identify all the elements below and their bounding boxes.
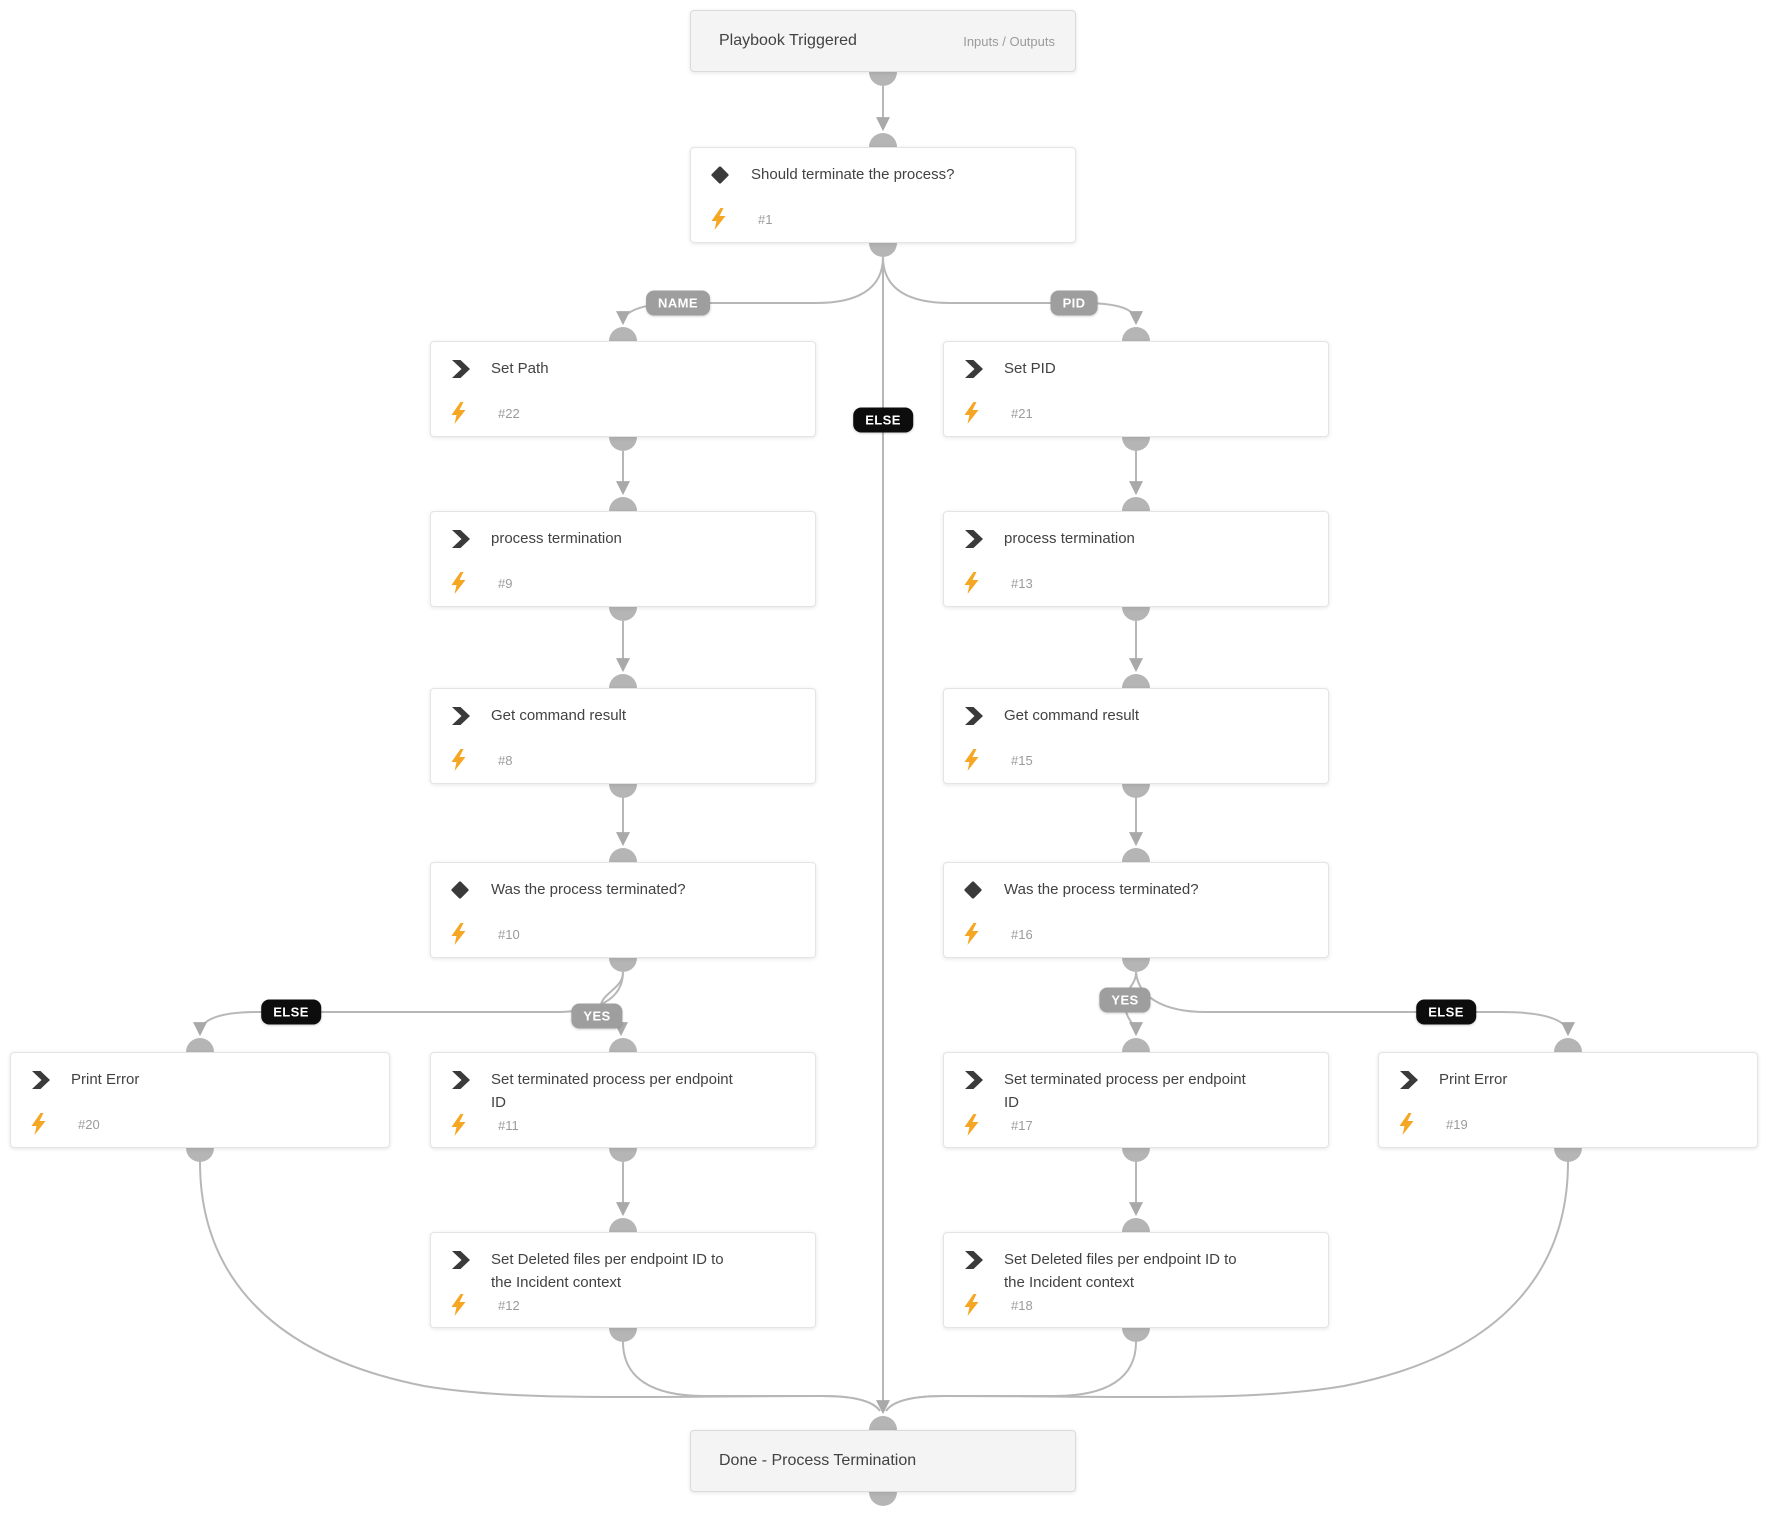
node-number: #15 bbox=[1011, 752, 1033, 768]
node-title: Get command result bbox=[1004, 707, 1140, 724]
connection-ports bbox=[186, 72, 1582, 1506]
task-node-set-terminated-right[interactable]: Set terminated process per endpoint ID #… bbox=[943, 1052, 1329, 1148]
condition-diamond-icon bbox=[708, 163, 734, 187]
node-title: Should terminate the process? bbox=[751, 166, 955, 183]
task-chevron-icon bbox=[961, 704, 987, 728]
task-chevron-icon bbox=[1396, 1068, 1422, 1092]
condition-node-was-terminated-right[interactable]: Was the process terminated? #16 bbox=[943, 862, 1329, 958]
task-node-print-error-right[interactable]: Print Error #19 bbox=[1378, 1052, 1758, 1148]
task-node-get-command-result-left[interactable]: Get command result #8 bbox=[430, 688, 816, 784]
lightning-icon bbox=[964, 923, 990, 945]
node-title: Print Error bbox=[1439, 1071, 1508, 1088]
node-title: Was the process terminated? bbox=[491, 881, 686, 898]
task-chevron-icon bbox=[961, 1248, 987, 1272]
lightning-icon bbox=[31, 1113, 57, 1135]
node-number: #12 bbox=[498, 1297, 520, 1313]
task-chevron-icon bbox=[448, 527, 474, 551]
node-number: #11 bbox=[498, 1117, 519, 1133]
task-chevron-icon bbox=[448, 1068, 474, 1092]
condition-node-should-terminate[interactable]: Should terminate the process? #1 bbox=[690, 147, 1076, 243]
lightning-icon bbox=[451, 1114, 477, 1136]
start-node-title: Playbook Triggered bbox=[719, 32, 857, 49]
done-node[interactable]: Done - Process Termination bbox=[690, 1430, 1076, 1492]
node-number: #10 bbox=[498, 926, 520, 942]
node-title: Set terminated process per endpoint ID bbox=[491, 1071, 733, 1111]
lightning-icon bbox=[451, 1294, 477, 1316]
lightning-icon bbox=[1399, 1113, 1425, 1135]
lightning-icon bbox=[451, 923, 477, 945]
node-number: #13 bbox=[1011, 575, 1033, 591]
node-number: #18 bbox=[1011, 1297, 1033, 1313]
node-number: #20 bbox=[78, 1116, 100, 1132]
task-chevron-icon bbox=[961, 357, 987, 381]
lightning-icon bbox=[451, 402, 477, 424]
condition-diamond-icon bbox=[961, 878, 987, 902]
lightning-icon bbox=[964, 572, 990, 594]
node-title: process termination bbox=[1004, 530, 1135, 547]
ports-down bbox=[186, 72, 1582, 1506]
playbook-triggered-node[interactable]: Playbook Triggered Inputs / Outputs bbox=[690, 10, 1076, 72]
node-number: #8 bbox=[498, 752, 513, 768]
lightning-icon bbox=[964, 1114, 990, 1136]
branch-label-pid: PID bbox=[1050, 290, 1098, 316]
task-node-set-terminated-left[interactable]: Set terminated process per endpoint ID #… bbox=[430, 1052, 816, 1148]
condition-node-was-terminated-left[interactable]: Was the process terminated? #10 bbox=[430, 862, 816, 958]
node-number: #9 bbox=[498, 575, 513, 591]
branch-label-else-center: ELSE bbox=[853, 407, 913, 433]
task-chevron-icon bbox=[448, 357, 474, 381]
task-chevron-icon bbox=[448, 1248, 474, 1272]
lightning-icon bbox=[711, 208, 737, 230]
ports-up bbox=[186, 133, 1582, 1430]
task-node-set-deleted-right[interactable]: Set Deleted files per endpoint ID to the… bbox=[943, 1232, 1329, 1328]
node-title: Print Error bbox=[71, 1071, 140, 1088]
task-node-set-pid[interactable]: Set PID #21 bbox=[943, 341, 1329, 437]
end-node-title: Done - Process Termination bbox=[719, 1452, 917, 1469]
node-number: #17 bbox=[1011, 1117, 1033, 1133]
branch-label-yes-left: YES bbox=[571, 1003, 623, 1029]
node-title: Set Deleted files per endpoint ID to the… bbox=[1004, 1251, 1237, 1291]
task-chevron-icon bbox=[961, 527, 987, 551]
task-node-process-termination-left[interactable]: process termination #9 bbox=[430, 511, 816, 607]
task-chevron-icon bbox=[28, 1068, 54, 1092]
task-node-set-path[interactable]: Set Path #22 bbox=[430, 341, 816, 437]
inputs-outputs-link[interactable]: Inputs / Outputs bbox=[963, 33, 1055, 49]
node-number: #22 bbox=[498, 405, 520, 421]
lightning-icon bbox=[964, 1294, 990, 1316]
task-chevron-icon bbox=[961, 1068, 987, 1092]
task-node-set-deleted-left[interactable]: Set Deleted files per endpoint ID to the… bbox=[430, 1232, 816, 1328]
condition-diamond-icon bbox=[448, 878, 474, 902]
node-number: #19 bbox=[1446, 1116, 1468, 1132]
node-title: Set Path bbox=[491, 360, 549, 377]
node-title: Set PID bbox=[1004, 360, 1056, 377]
node-title: Get command result bbox=[491, 707, 627, 724]
node-number: #21 bbox=[1011, 405, 1033, 421]
branch-label-else-right: ELSE bbox=[1416, 999, 1476, 1025]
node-title: process termination bbox=[491, 530, 622, 547]
task-chevron-icon bbox=[448, 704, 474, 728]
node-number: #16 bbox=[1011, 926, 1033, 942]
lightning-icon bbox=[451, 572, 477, 594]
node-title: Set Deleted files per endpoint ID to the… bbox=[491, 1251, 724, 1291]
node-title: Was the process terminated? bbox=[1004, 881, 1199, 898]
node-number: #1 bbox=[758, 211, 773, 227]
branch-label-else-left: ELSE bbox=[261, 999, 321, 1025]
edges bbox=[193, 86, 1575, 1415]
branch-label-name: NAME bbox=[646, 290, 710, 316]
node-title: Set terminated process per endpoint ID bbox=[1004, 1071, 1246, 1111]
lightning-icon bbox=[451, 749, 477, 771]
lightning-icon bbox=[964, 402, 990, 424]
lightning-icon bbox=[964, 749, 990, 771]
branch-label-yes-right: YES bbox=[1099, 987, 1151, 1013]
task-node-get-command-result-right[interactable]: Get command result #15 bbox=[943, 688, 1329, 784]
task-node-process-termination-right[interactable]: process termination #13 bbox=[943, 511, 1329, 607]
task-node-print-error-left[interactable]: Print Error #20 bbox=[10, 1052, 390, 1148]
